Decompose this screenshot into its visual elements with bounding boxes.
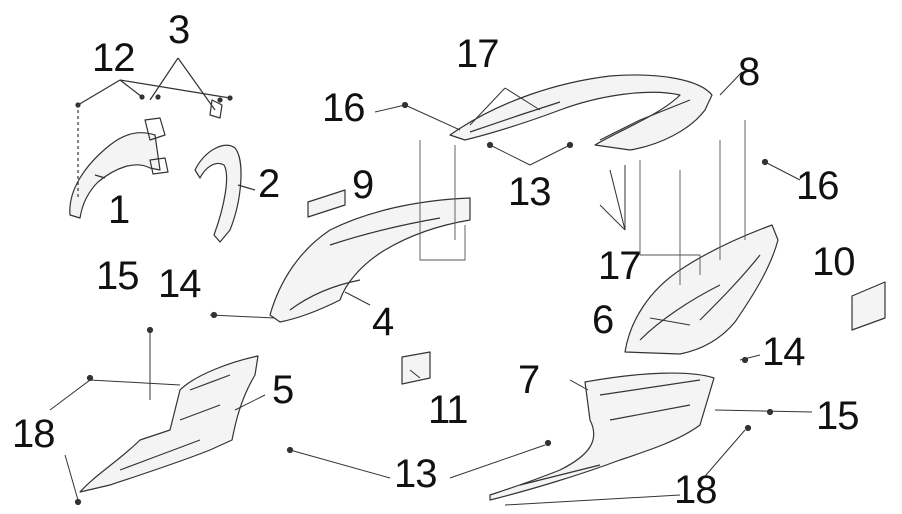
callout-18-left: 18 bbox=[12, 412, 55, 456]
callout-14-right: 14 bbox=[762, 330, 805, 374]
callout-9: 9 bbox=[352, 163, 374, 207]
callout-8: 8 bbox=[738, 50, 760, 94]
guide-lines bbox=[419, 120, 746, 285]
callout-12: 12 bbox=[92, 36, 135, 80]
part-11-decal bbox=[401, 351, 431, 385]
callout-15-right: 15 bbox=[816, 394, 859, 438]
part-5-detail bbox=[119, 374, 231, 471]
part-2-detail bbox=[209, 99, 223, 119]
part-7-right-floor-panel bbox=[489, 372, 715, 501]
callout-7: 7 bbox=[518, 358, 540, 402]
callout-13-bottom: 13 bbox=[394, 452, 437, 496]
part-8-inner bbox=[469, 99, 691, 141]
callout-1: 1 bbox=[108, 188, 130, 232]
part-5-left-floor-panel bbox=[79, 355, 259, 493]
callout-11: 11 bbox=[428, 388, 469, 432]
callout-18-right: 18 bbox=[674, 468, 717, 512]
part-8-rear-tail-cover bbox=[449, 74, 713, 151]
part-6-right-side-cover bbox=[624, 224, 779, 355]
leader-lines bbox=[49, 71, 813, 506]
callout-16-right: 16 bbox=[796, 164, 839, 208]
part-7-detail bbox=[519, 379, 701, 486]
part-6-detail bbox=[639, 254, 761, 341]
callout-14-left: 14 bbox=[158, 262, 201, 306]
callout-15-left: 15 bbox=[96, 254, 139, 298]
callout-13-top: 13 bbox=[508, 170, 551, 214]
leader-lines-3-12 bbox=[77, 57, 256, 200]
callout-3: 3 bbox=[168, 8, 190, 52]
callout-17-bottom: 17 bbox=[598, 244, 641, 288]
callout-6: 6 bbox=[592, 298, 614, 342]
callout-17-top: 17 bbox=[456, 32, 499, 76]
callout-5: 5 bbox=[272, 368, 294, 412]
part-4-detail bbox=[289, 217, 441, 311]
callout-10: 10 bbox=[812, 240, 855, 284]
fasteners-top-left bbox=[75, 94, 233, 108]
part-1-grab-rail-left bbox=[69, 132, 161, 219]
callout-16-left: 16 bbox=[322, 86, 365, 130]
callout-2: 2 bbox=[258, 162, 280, 206]
part-2-grab-rail-right bbox=[194, 144, 242, 243]
part-1-detail bbox=[144, 117, 169, 175]
part-10-decal bbox=[851, 281, 886, 331]
callout-4: 4 bbox=[372, 300, 394, 344]
fasteners bbox=[74, 101, 774, 506]
part-9-decal bbox=[307, 189, 346, 218]
